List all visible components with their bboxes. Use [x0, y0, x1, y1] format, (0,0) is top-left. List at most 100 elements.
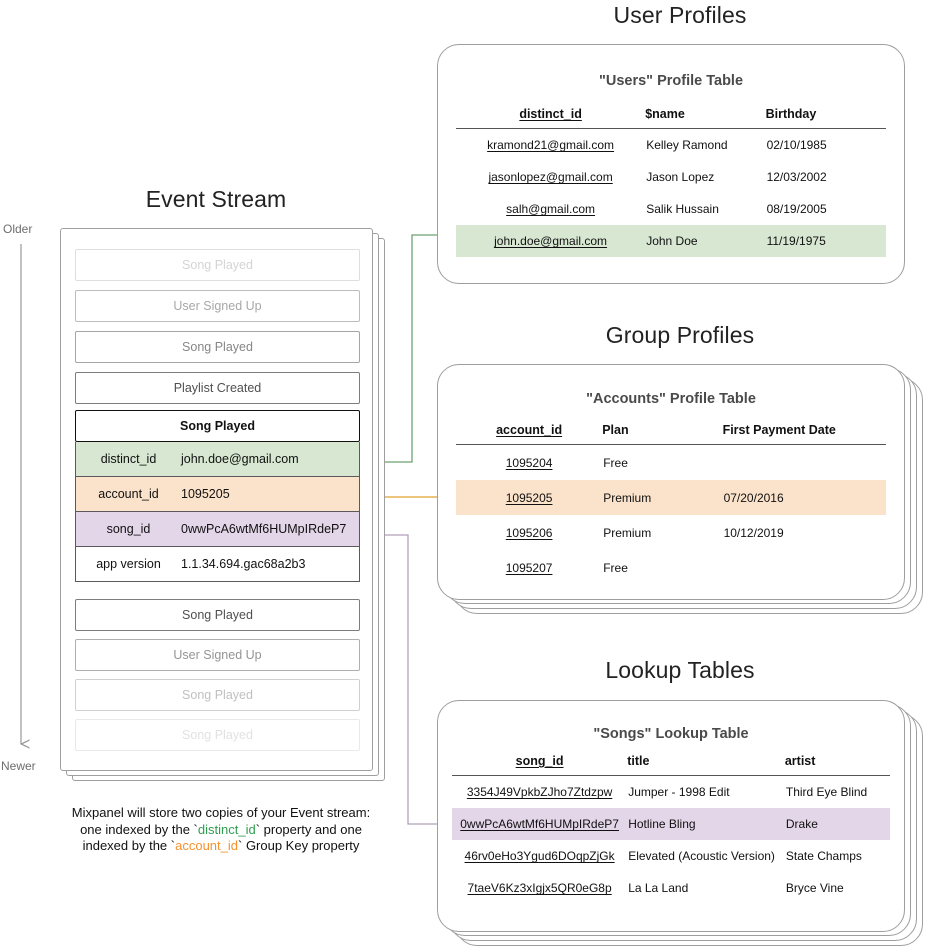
event-property-value: 1095205: [181, 487, 230, 501]
table-cell-key: 1095206: [456, 515, 602, 550]
table-cell: Free: [603, 455, 628, 470]
table-row[interactable]: 7taeV6Kz3xIgjx5QR0eG8p La La Land Bryce Vi…: [452, 872, 890, 904]
table-cell: Salik Hussain: [646, 202, 719, 216]
table-cell: Elevated (Acoustic Version): [628, 849, 775, 863]
table-cell: Jumper - 1998 Edit: [628, 785, 730, 799]
table-row[interactable]: 1095204 Free: [456, 445, 886, 481]
table-cell: 08/19/2005: [766, 202, 827, 216]
event-row[interactable]: Playlist Created: [75, 372, 360, 404]
table-row[interactable]: 3354J49VpkbZJho7Ztdzpw Jumper - 1998 Edit…: [452, 776, 890, 809]
table-cell-key: salh@gmail.com: [456, 193, 645, 225]
table-cell-key-label: 1095204: [505, 455, 553, 470]
table-cell-key: 3354J49VpkbZJho7Ztdzpw: [452, 776, 627, 809]
table-cell-key: 0wwPcA6wtMf6HUMpIRdeP7: [452, 808, 627, 840]
table-cell: [723, 550, 886, 585]
table-cell: Bryce Vine: [785, 881, 844, 895]
column-header: Birthday: [765, 107, 886, 129]
table-row[interactable]: 1095205 Premium 07/20/2016: [456, 480, 886, 515]
event-row[interactable]: Song Played: [75, 599, 360, 631]
table-cell: 10/12/2019: [723, 525, 784, 540]
event-stream-title: Event Stream: [145, 186, 287, 212]
column-header: song_id: [452, 754, 628, 776]
caption-line-1: Mixpanel will store two copies of your E…: [71, 805, 371, 820]
table-cell-key-label: 7taeV6Kz3xIgjx5QR0eG8p: [467, 881, 612, 895]
table-cell-key: 7taeV6Kz3xIgjx5QR0eG8p: [452, 872, 627, 904]
table-cell-key-label: salh@gmail.com: [506, 202, 596, 216]
column-header: First Payment Date: [722, 423, 886, 445]
selected-event-header[interactable]: Song Played: [75, 410, 360, 442]
event-row[interactable]: Song Played: [75, 679, 360, 711]
event-property-key: song_id: [106, 522, 151, 536]
table-cell: 11/19/1975: [766, 234, 826, 248]
column-header-label: artist: [784, 754, 816, 768]
event-property-key: app version: [96, 557, 161, 571]
event-row[interactable]: Song Played: [75, 719, 360, 751]
column-header: artist: [784, 754, 890, 776]
column-header: title: [627, 754, 785, 776]
event-property-value: john.doe@gmail.com: [181, 452, 299, 466]
table-cell-key: 1095207: [456, 550, 602, 585]
table-cell-key-label: 3354J49VpkbZJho7Ztdzpw: [466, 785, 613, 799]
user-profiles-card-stack: "Users" Profile Table distinct_id $name Bi…: [437, 44, 915, 284]
event-property-value: 0wwPcA6wtMf6HUMpIRdeP7: [181, 522, 347, 536]
table-cell: 07/20/2016: [723, 490, 784, 505]
event-row[interactable]: Song Played: [75, 249, 360, 281]
column-header-label: First Payment Date: [722, 423, 836, 437]
accounts-table-title: "Accounts" Profile Table: [586, 391, 756, 407]
table-cell: La La Land: [628, 881, 689, 895]
table-row[interactable]: salh@gmail.com Salik Hussain 08/19/2005: [456, 193, 886, 225]
event-property-value: 1.1.34.694.gac68a2b3: [181, 557, 306, 571]
event-row[interactable]: User Signed Up: [75, 290, 360, 322]
column-header-label: Plan: [602, 423, 629, 437]
table-cell-key-label: 1095205: [505, 490, 553, 505]
column-header: Plan: [602, 423, 723, 445]
users-profile-card: "Users" Profile Table distinct_id $name Bi…: [437, 44, 905, 284]
column-header-label: Birthday: [765, 107, 817, 121]
caption-line-3: indexed by the `account_id` Group Key pr…: [46, 838, 396, 855]
table-cell: Premium: [603, 490, 652, 505]
column-header-label: distinct_id: [519, 107, 582, 121]
event-row[interactable]: User Signed Up: [75, 639, 360, 671]
table-cell-key-label: john.doe@gmail.com: [494, 234, 608, 248]
users-table-title: "Users" Profile Table: [598, 73, 744, 89]
column-header: distinct_id: [456, 107, 646, 129]
caption-account-id-token: account_id: [175, 838, 238, 853]
caption-line-2-prefix: one indexed by the `: [80, 821, 198, 837]
table-cell-key: kramond21@gmail.com: [456, 129, 645, 162]
table-cell-key: jasonlopez@gmail.com: [456, 161, 645, 193]
column-header-label: song_id: [515, 754, 564, 768]
caption-line-3-prefix: indexed by the `: [82, 838, 176, 853]
table-cell-key: 46rv0eHo3Ygud6DOqpZjGk: [452, 840, 627, 872]
table-cell: John Doe: [646, 234, 698, 248]
table-cell-key-label: 0wwPcA6wtMf6HUMpIRdeP7: [460, 817, 619, 831]
event-property-row: app version 1.1.34.694.gac68a2b3: [75, 547, 360, 582]
timeline-newer-label: Newer: [1, 759, 36, 773]
table-cell-key: 1095204: [456, 445, 602, 481]
table-cell-key-label: 1095207: [505, 560, 553, 575]
table-row[interactable]: john.doe@gmail.com John Doe 11/19/1975: [456, 225, 886, 257]
table-cell-key-label: 1095206: [505, 525, 553, 540]
caption-line-2: one indexed by the `distinct_id` propert…: [46, 822, 396, 839]
table-cell: State Champs: [785, 849, 862, 863]
caption-line-3-suffix: ` Group Key property: [238, 838, 360, 853]
table-cell-key-label: jasonlopez@gmail.com: [488, 170, 613, 184]
table-cell: Jason Lopez: [646, 170, 715, 184]
table-cell: [723, 445, 886, 481]
column-header-label: $name: [645, 107, 685, 121]
table-cell-key-label: kramond21@gmail.com: [487, 138, 615, 152]
table-cell-key: 1095205: [456, 480, 602, 515]
event-row[interactable]: Song Played: [75, 331, 360, 363]
column-header: $name: [645, 107, 766, 129]
